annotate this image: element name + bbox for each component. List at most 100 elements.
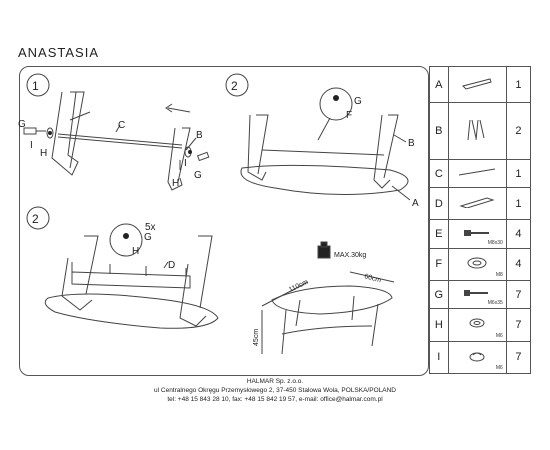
part-quantity: 1	[505, 187, 532, 221]
part-quantity: 7	[505, 308, 532, 342]
step1-number: 1	[32, 79, 39, 93]
step2-bottom-number: 2	[32, 212, 39, 226]
part-quantity: 1	[505, 158, 532, 189]
label-h-right: H	[172, 178, 179, 189]
washer-m8-icon	[466, 257, 488, 272]
dimension-table-top	[271, 285, 393, 315]
part-quantity: 2	[505, 102, 532, 160]
detail-callout-top	[319, 87, 353, 121]
part-letter: H	[429, 308, 449, 342]
bolt-m8-icon	[462, 229, 492, 241]
label-five-x: 5x	[145, 222, 156, 233]
spring-washer-m6-icon	[468, 352, 486, 365]
part-caption: M6x35	[487, 300, 503, 307]
shelf-icon	[459, 197, 495, 211]
part-letter: B	[429, 102, 449, 160]
product-title: ANASTASIA	[18, 45, 100, 60]
leg-left-bottom	[61, 257, 93, 311]
leg-right-top	[373, 114, 391, 189]
part-quantity: 7	[505, 280, 532, 310]
part-picture: M8x30	[447, 219, 507, 249]
step2-top-number: 2	[231, 79, 238, 93]
bolt-g-right	[196, 151, 210, 162]
label-g-bottom: G	[144, 232, 152, 243]
part-letter: C	[429, 158, 449, 189]
label-a-top: A	[412, 198, 419, 209]
part-picture: M6	[447, 340, 507, 375]
washer-m6-icon	[468, 318, 486, 332]
part-letter: I	[429, 340, 449, 375]
left-leg	[51, 91, 79, 176]
part-quantity: 7	[505, 340, 532, 375]
part-letter: A	[429, 65, 449, 104]
part-caption: M8x30	[487, 239, 503, 246]
leg-right-bottom	[179, 263, 207, 327]
arrow-right	[167, 107, 191, 113]
step2-bottom-circle	[26, 206, 50, 230]
weight-icon	[317, 245, 331, 259]
part-picture	[447, 65, 507, 104]
leg-left-top	[247, 114, 267, 181]
part-quantity: 4	[505, 219, 532, 249]
part-quantity: 1	[505, 65, 532, 104]
part-caption: M6	[495, 332, 503, 339]
dim-height: 45cm	[253, 329, 260, 346]
dim-width: 60cm	[363, 273, 382, 284]
right-leg	[167, 127, 183, 191]
dim-length: 110cm	[288, 279, 310, 294]
part-caption: M6	[495, 365, 503, 371]
max-load-text: MAX.30kg	[334, 252, 366, 259]
label-b-step1: B	[196, 130, 203, 141]
label-h-left: H	[40, 148, 47, 159]
label-g-right: G	[194, 170, 202, 181]
detail-callout-bottom	[109, 223, 143, 257]
label-i-right: I	[184, 158, 187, 169]
label-b-top: B	[408, 138, 415, 149]
label-d: D	[168, 260, 175, 271]
label-f-top: F	[346, 110, 352, 121]
footer-company: HALMAR Sp. z.o.o.	[246, 378, 304, 385]
bolt-m6-icon	[462, 289, 492, 301]
label-g-left: G	[18, 119, 26, 130]
leg-frame-icon	[466, 119, 488, 145]
part-picture	[447, 158, 507, 189]
label-i-left: I	[30, 140, 33, 151]
crossbar-icon	[457, 168, 497, 180]
footer: HALMAR Sp. z.o.o. ul Centralnego Okręgu …	[0, 377, 550, 404]
step2-top-circle	[225, 73, 249, 97]
part-picture: M6	[447, 308, 507, 342]
label-h-bottom: H	[132, 246, 139, 257]
part-picture	[447, 187, 507, 221]
step1-circle	[26, 73, 50, 97]
table-top-bottom	[44, 293, 219, 329]
part-letter: G	[429, 280, 449, 310]
part-letter: E	[429, 219, 449, 249]
part-letter: F	[429, 247, 449, 282]
label-g-top: G	[354, 96, 362, 107]
part-picture	[447, 102, 507, 160]
label-c: C	[118, 120, 125, 131]
part-caption: M8	[495, 272, 503, 279]
table-top-icon	[460, 78, 494, 93]
instruction-frame	[19, 66, 429, 376]
footer-address: ul Centralnego Okręgu Przemysłowego 2, 3…	[154, 387, 396, 394]
part-picture: M6x35	[447, 280, 507, 310]
crossbar-c	[57, 133, 183, 146]
footer-contact: tel: +48 15 843 28 10, fax: +48 15 842 1…	[167, 396, 383, 403]
part-quantity: 4	[505, 247, 532, 282]
shelf-d	[71, 271, 191, 289]
part-letter: D	[429, 187, 449, 221]
table-top-a	[240, 164, 409, 196]
part-picture: M8	[447, 247, 507, 282]
